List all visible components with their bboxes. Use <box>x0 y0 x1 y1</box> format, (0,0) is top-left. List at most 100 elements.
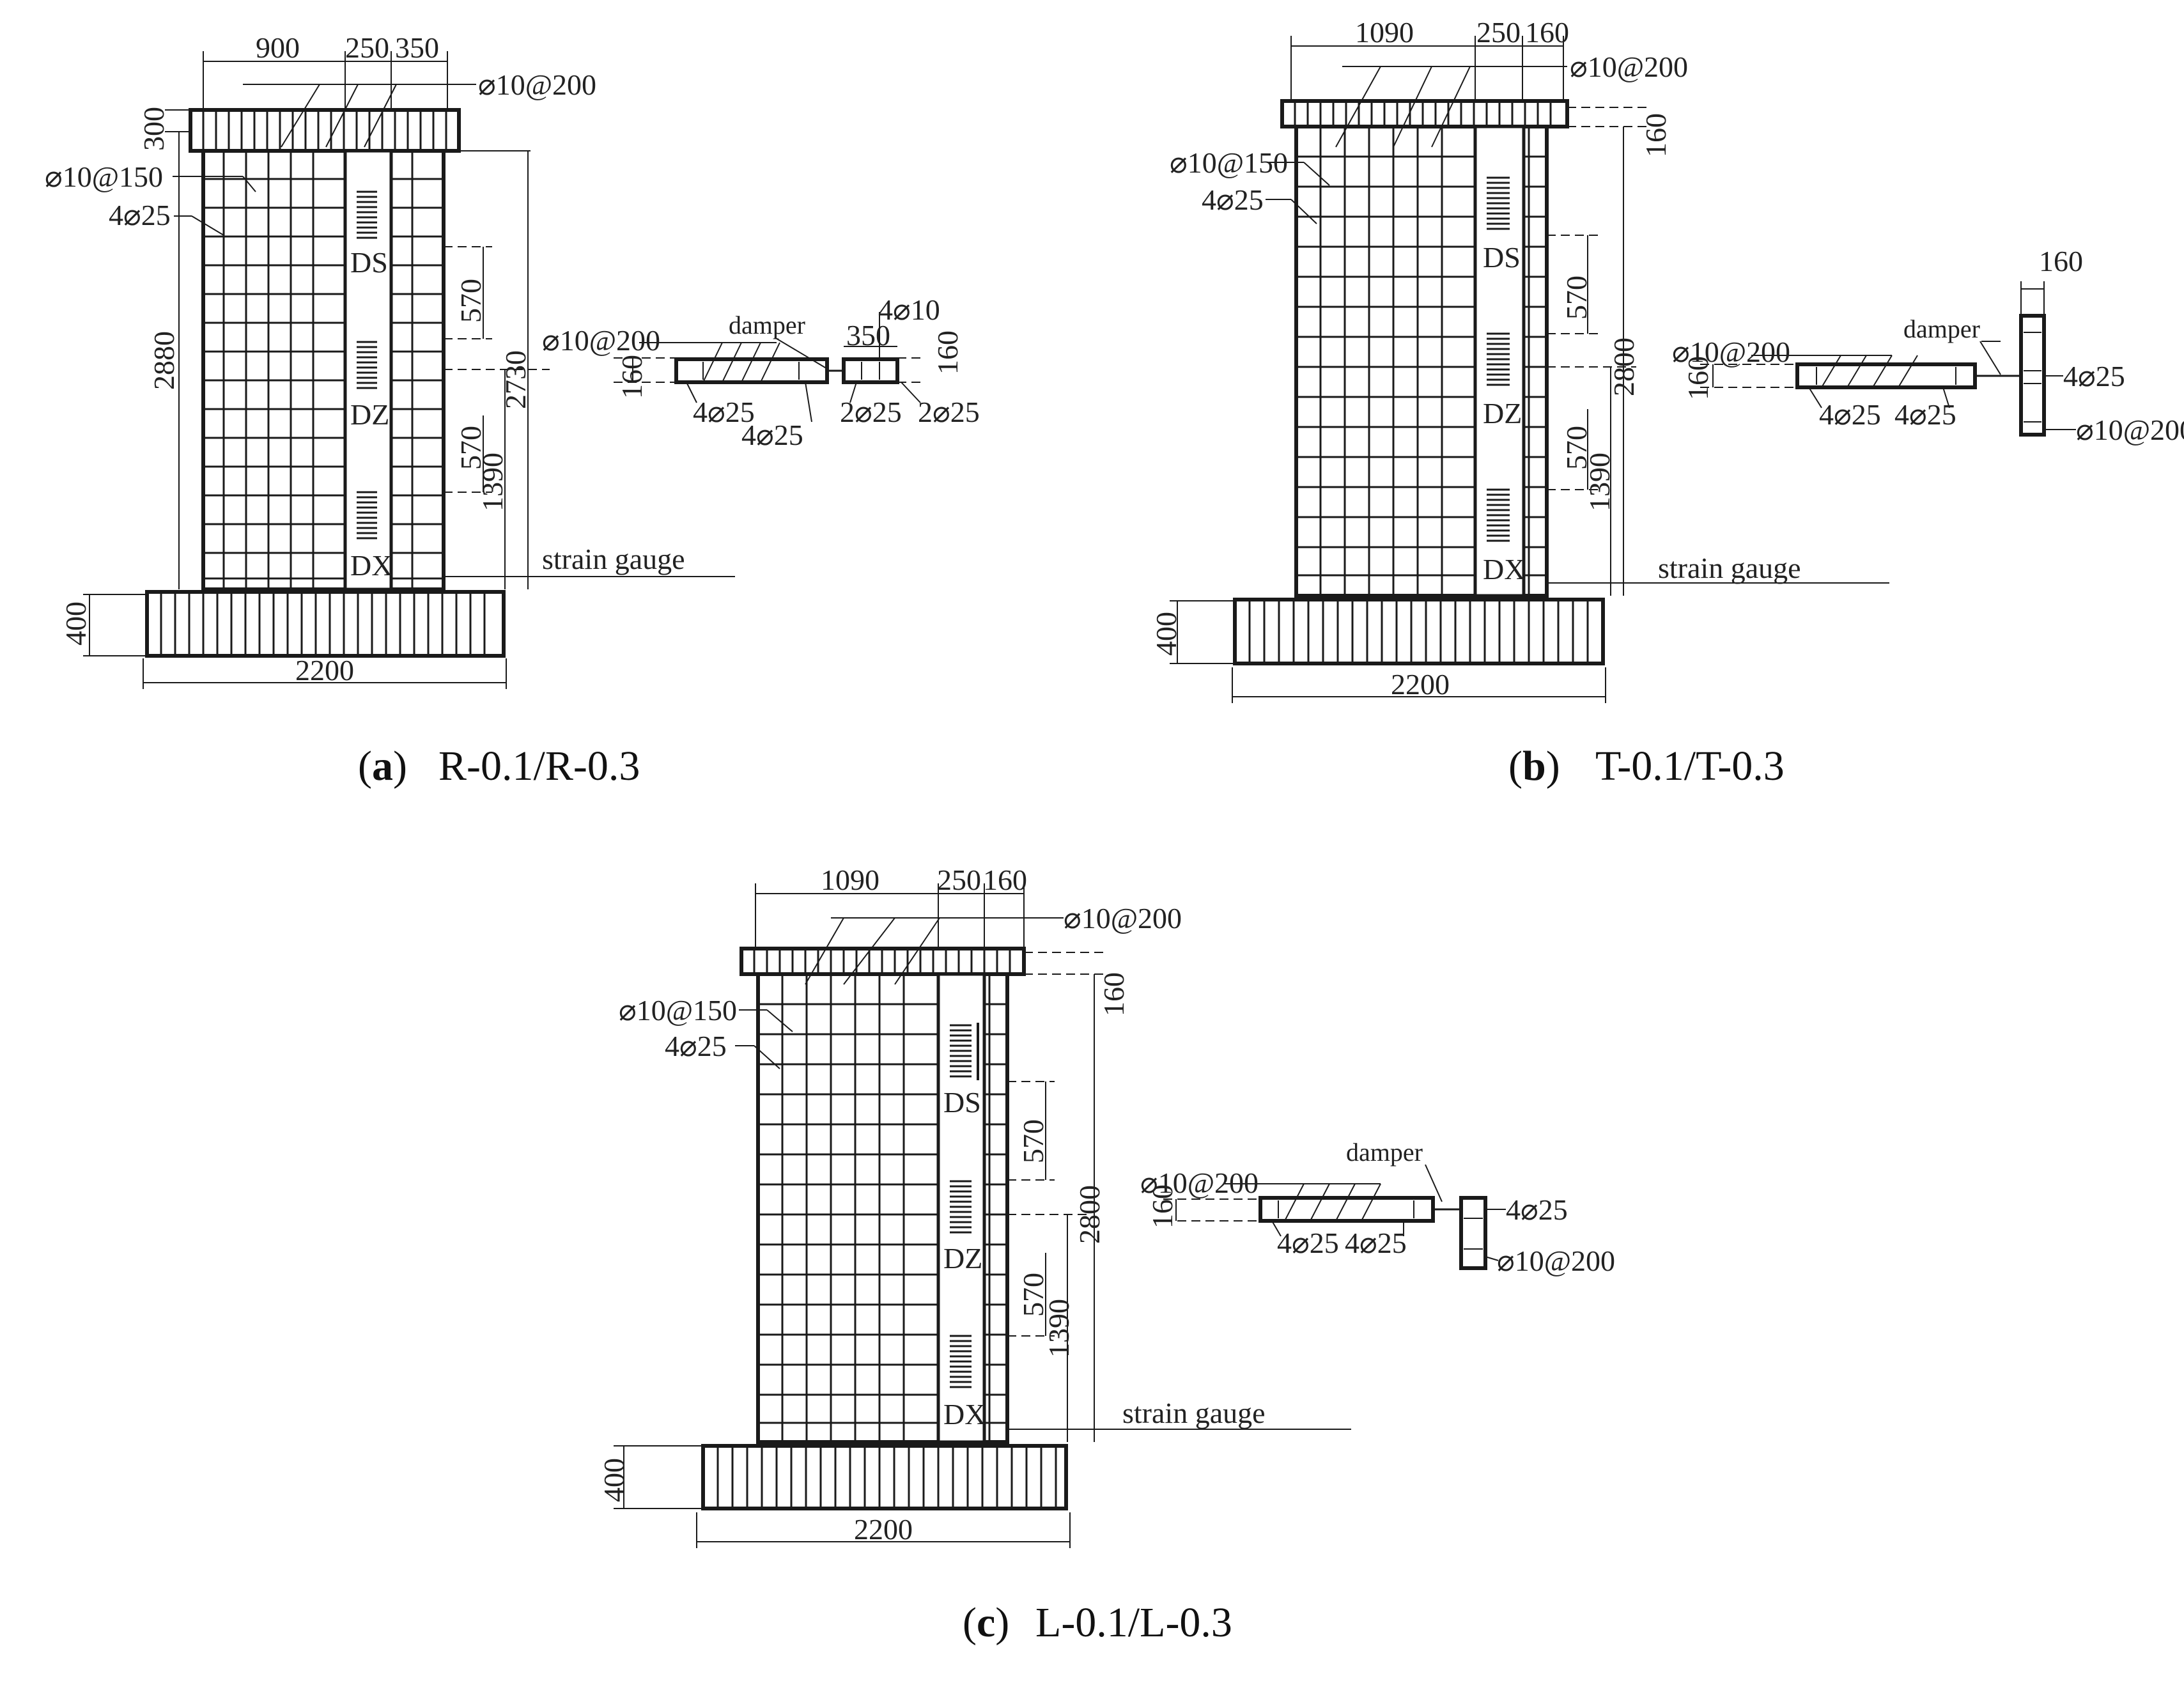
panel-a: 900 250 350 ⌀10@200 300 <box>45 31 980 789</box>
panel-b-base <box>1233 598 1605 665</box>
panel-c-section-thickness: 160 <box>1146 1184 1179 1229</box>
panel-a-bar-a: 4⌀25 <box>693 396 755 428</box>
panel-c-base-ties <box>716 1446 1057 1508</box>
panel-b-flange-section <box>2019 314 2046 437</box>
panel-a-stirrup-label: ⌀10@150 <box>45 160 163 193</box>
panel-c-gauge-dz: DZ <box>943 1242 982 1275</box>
panel-b-caption: (b) T-0.1/T-0.3 <box>1508 743 1785 789</box>
panel-b-strain-gauge: strain gauge <box>1658 552 1801 584</box>
panel-a-bar-b: 4⌀25 <box>741 419 803 451</box>
panel-c-stirrup-label: ⌀10@150 <box>619 994 737 1027</box>
panel-a-wall-grid <box>203 151 444 589</box>
panel-c-top-dimensions: 1090 250 160 <box>755 864 1027 949</box>
panel-b-flange-stirrup: ⌀10@200 <box>2076 414 2184 446</box>
panel-a-caption-letter: a <box>372 743 393 789</box>
panel-a-height-right: 2730 <box>499 350 532 409</box>
panel-c-long-bar-label: 4⌀25 <box>665 1030 727 1062</box>
panel-c-dim-2: 250 <box>937 864 981 896</box>
panel-a-spacing-2: 570 <box>454 426 487 470</box>
panel-c-caption: (c) L-0.1/L-0.3 <box>963 1599 1232 1646</box>
panel-b-dim-1: 1090 <box>1355 16 1414 49</box>
panel-b-base-width: 2200 <box>1391 668 1450 701</box>
svg-text:(b): (b) <box>1508 743 1560 789</box>
panel-b-gauge-dz: DZ <box>1483 397 1522 430</box>
panel-b-bar-a: 4⌀25 <box>1819 398 1881 431</box>
panel-c-flange-bar: 4⌀25 <box>1506 1193 1568 1226</box>
panel-b-caption-letter: b <box>1522 743 1546 789</box>
panel-a-base-width: 2200 <box>295 654 354 686</box>
panel-c-base-height: 400 <box>598 1458 630 1502</box>
panel-a-section-thickness: 160 <box>616 355 648 399</box>
panel-a-caption: (a) R-0.1/R-0.3 <box>358 743 640 789</box>
svg-text:(c): (c) <box>963 1599 1009 1646</box>
panel-a-base-height: 400 <box>59 601 92 646</box>
panel-c: 1090 250 160 ⌀10@200 160 DS <box>598 864 1615 1646</box>
svg-text:(a): (a) <box>358 743 407 789</box>
panel-a-gauge-ds: DS <box>350 246 388 279</box>
panel-b-height-gauge: 1390 <box>1583 453 1616 511</box>
panel-a-gauge-dz: DZ <box>350 398 389 431</box>
panel-b-top-dimensions: 1090 250 160 <box>1290 16 1569 101</box>
panel-b-flange-bar: 4⌀25 <box>2063 360 2125 392</box>
panel-b-long-bar-label: 4⌀25 <box>1202 183 1264 216</box>
panel-a-damper-column <box>343 149 393 591</box>
panel-b-flange-width: 160 <box>2039 245 2083 277</box>
panel-b-cap-ties <box>1294 101 1552 127</box>
panel-c-height-gauge: 1390 <box>1042 1299 1075 1358</box>
panel-a-gauge-dx: DX <box>350 549 392 582</box>
panel-a-base-ties <box>160 592 486 656</box>
panel-c-bar-b: 4⌀25 <box>1345 1227 1407 1259</box>
panel-a-web-section <box>674 357 829 384</box>
panel-c-base-width: 2200 <box>854 1513 913 1546</box>
panel-a-cap-ties <box>202 110 447 151</box>
panel-c-gauge-dx: DX <box>943 1398 986 1431</box>
panel-c-cap-height: 160 <box>1097 972 1130 1016</box>
panel-b-base-height: 400 <box>1150 612 1182 656</box>
panel-a-height-left: 2880 <box>148 331 180 390</box>
panel-c-base <box>701 1444 1068 1510</box>
panel-c-spacing-1: 570 <box>1017 1119 1049 1163</box>
panel-b: 1090 250 160 ⌀10@200 160 DS D <box>1150 16 2184 789</box>
panel-b-stirrup-label: ⌀10@150 <box>1170 146 1288 179</box>
panel-c-top-bar-label: ⌀10@200 <box>1064 902 1182 935</box>
panel-c-damper-label: damper <box>1346 1138 1423 1167</box>
panel-c-wall <box>756 972 1009 1444</box>
panel-b-spacing-1: 570 <box>1560 275 1593 320</box>
panel-b-damper-label: damper <box>1903 314 1980 343</box>
panel-c-gauges: DS DZ DX <box>943 1023 986 1431</box>
panel-b-section: ⌀10@200 damper 160 160 4⌀25 ⌀10@200 4⌀25 <box>1672 245 2184 446</box>
panel-a-dim-1: 900 <box>256 31 300 64</box>
panel-c-gauge-ds: DS <box>943 1086 981 1119</box>
panel-a-bar-d: 2⌀25 <box>918 396 980 428</box>
panel-a-flange-bar: 4⌀10 <box>878 293 940 326</box>
panel-a-section-stirrup: ⌀10@200 <box>542 324 660 357</box>
panel-a-caption-text: R-0.1/R-0.3 <box>438 743 640 789</box>
panel-c-strain-gauge: strain gauge <box>1122 1397 1266 1429</box>
panel-b-gauge-ds: DS <box>1483 241 1521 274</box>
panel-b-base-ties <box>1248 600 1589 663</box>
panel-b-section-thickness: 160 <box>1682 356 1714 400</box>
panel-b-gauge-dx: DX <box>1483 553 1525 586</box>
panel-a-cap-beam <box>189 108 461 153</box>
panel-b-top-bar-label: ⌀10@200 <box>1570 50 1688 83</box>
panel-a-section: ⌀10@200 damper 160 350 4⌀10 160 4⌀25 4⌀2… <box>542 293 980 451</box>
panel-a-gauges: DS DZ DX <box>350 190 392 582</box>
panel-b-section-stirrup: ⌀10@200 <box>1672 336 1790 368</box>
panel-a-flange-width: 350 <box>846 319 890 352</box>
panel-a-long-bar-label: 4⌀25 <box>109 199 171 231</box>
panel-a-dim-2: 250 <box>345 31 389 64</box>
panel-c-flange-section <box>1459 1196 1487 1270</box>
panel-b-height-right: 2800 <box>1607 337 1640 396</box>
panel-c-dim-3: 160 <box>983 864 1027 896</box>
panel-a-strain-gauge: strain gauge <box>542 543 685 575</box>
panel-c-caption-text: L-0.1/L-0.3 <box>1035 1599 1232 1646</box>
panel-c-bar-a: 4⌀25 <box>1277 1227 1339 1259</box>
panel-a-damper-label: damper <box>729 311 805 339</box>
panel-b-wall <box>1294 125 1549 598</box>
panel-a-flange-section <box>842 357 899 384</box>
panel-c-dim-1: 1090 <box>821 864 879 896</box>
panel-a-top-dimensions: 900 250 350 <box>203 31 448 110</box>
panel-b-spacing-2: 570 <box>1560 426 1593 470</box>
panel-c-section-stirrup: ⌀10@200 <box>1140 1167 1259 1199</box>
